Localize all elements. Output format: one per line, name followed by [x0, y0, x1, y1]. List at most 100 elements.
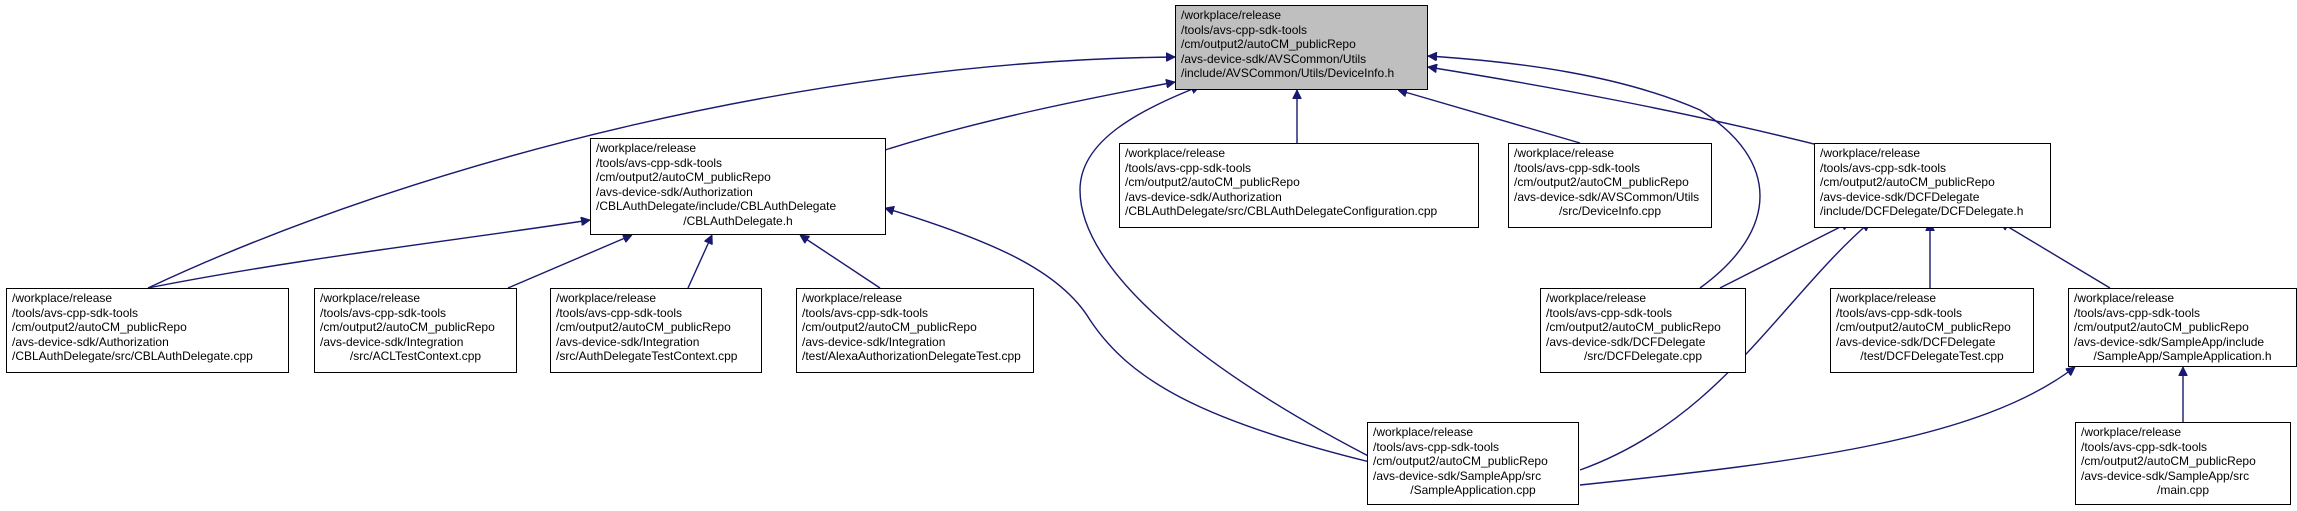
edge-cblauthdelegate-h-to-deviceinfo-h	[884, 82, 1175, 151]
node-line: /tools/avs-cpp-sdk-tools	[2081, 439, 2208, 454]
node-line: /tools/avs-cpp-sdk-tools	[1373, 439, 1500, 454]
node-line: /workplace/release	[2081, 425, 2182, 439]
node-line: /avs-device-sdk/DCFDelegate	[1546, 334, 1706, 349]
node-line: /tools/avs-cpp-sdk-tools	[12, 305, 139, 320]
node-line: /workplace/release	[1546, 291, 1647, 305]
node-cblauthdelegate-h[interactable]: /workplace/release /tools/avs-cpp-sdk-to…	[590, 138, 886, 235]
node-line: /tools/avs-cpp-sdk-tools	[1546, 305, 1673, 320]
node-line: /include/DCFDelegate/DCFDelegate.h	[1820, 204, 2024, 219]
node-line: /cm/output2/autoCM_publicRepo	[1181, 37, 1356, 52]
node-line: /cm/output2/autoCM_publicRepo	[2081, 454, 2256, 469]
node-line: /tools/avs-cpp-sdk-tools	[802, 305, 929, 320]
node-line: /avs-device-sdk/Authorization	[1125, 189, 1282, 204]
edge-dcfdelegate-cpp-to-deviceinfo-h	[1428, 56, 1761, 289]
node-line: /cm/output2/autoCM_publicRepo	[320, 320, 495, 335]
node-line: /workplace/release	[1514, 146, 1615, 160]
node-line: /cm/output2/autoCM_publicRepo	[1546, 320, 1721, 335]
node-line: /test/AlexaAuthorizationDelegateTest.cpp	[802, 349, 1021, 364]
node-line: /tools/avs-cpp-sdk-tools	[1514, 160, 1641, 175]
node-acltestcontext-cpp[interactable]: /workplace/release /tools/avs-cpp-sdk-to…	[314, 288, 517, 373]
node-line: /cm/output2/autoCM_publicRepo	[1514, 175, 1689, 190]
node-deviceinfo-cpp[interactable]: /workplace/release /tools/avs-cpp-sdk-to…	[1508, 143, 1712, 228]
node-line: /cm/output2/autoCM_publicRepo	[12, 320, 187, 335]
node-line: /workplace/release	[802, 291, 903, 305]
node-line: /workplace/release	[1820, 146, 1921, 160]
node-alexaauthtest-cpp[interactable]: /workplace/release /tools/avs-cpp-sdk-to…	[796, 288, 1034, 373]
node-line: /avs-device-sdk/SampleApp/include	[2074, 334, 2265, 349]
node-line: /cm/output2/autoCM_publicRepo	[2074, 320, 2249, 335]
node-line: /src/ACLTestContext.cpp	[349, 349, 482, 364]
node-deviceinfo-h[interactable]: /workplace/release /tools/avs-cpp-sdk-to…	[1175, 5, 1428, 90]
edge-dcfdelegate-h-to-deviceinfo-h	[1428, 67, 1831, 149]
node-line: /avs-device-sdk/Authorization	[12, 334, 169, 349]
node-line: /CBLAuthDelegate/src/CBLAuthDelegate.cpp	[12, 349, 253, 364]
node-line: /tools/avs-cpp-sdk-tools	[2074, 305, 2201, 320]
node-line: /src/DeviceInfo.cpp	[1558, 204, 1662, 219]
node-line: /workplace/release	[12, 291, 113, 305]
node-line: /workplace/release	[556, 291, 657, 305]
node-cblconfig-cpp[interactable]: /workplace/release /tools/avs-cpp-sdk-to…	[1119, 143, 1479, 228]
node-cblauthdelegate-cpp[interactable]: /workplace/release /tools/avs-cpp-sdk-to…	[6, 288, 289, 373]
node-line: /cm/output2/autoCM_publicRepo	[1373, 454, 1548, 469]
node-line: /avs-device-sdk/DCFDelegate	[1836, 334, 1996, 349]
node-line: /workplace/release	[596, 141, 697, 155]
edge-deviceinfo-cpp-to-deviceinfo-h	[1398, 90, 1581, 144]
node-dcfdelegate-h[interactable]: /workplace/release /tools/avs-cpp-sdk-to…	[1814, 143, 2051, 228]
node-sampleapplication-cpp[interactable]: /workplace/release /tools/avs-cpp-sdk-to…	[1367, 422, 1579, 505]
node-line: /tools/avs-cpp-sdk-tools	[556, 305, 683, 320]
node-line: /workplace/release	[2074, 291, 2175, 305]
node-line: /avs-device-sdk/SampleApp/src	[2081, 468, 2250, 483]
node-line: /tools/avs-cpp-sdk-tools	[1181, 22, 1308, 37]
node-line: /avs-device-sdk/Integration	[556, 334, 700, 349]
edge-acltestcontext-cpp-to-cblauthdelegate-h	[507, 235, 632, 289]
node-line: /cm/output2/autoCM_publicRepo	[1820, 175, 1995, 190]
node-line: /cm/output2/autoCM_publicRepo	[556, 320, 731, 335]
node-dcfdelegatetest-cpp[interactable]: /workplace/release /tools/avs-cpp-sdk-to…	[1830, 288, 2034, 373]
node-line: /workplace/release	[1181, 8, 1282, 22]
node-line: /avs-device-sdk/Authorization	[596, 184, 753, 199]
node-line: /avs-device-sdk/Integration	[802, 334, 946, 349]
node-line: /avs-device-sdk/AVSCommon/Utils	[1181, 51, 1367, 66]
node-line: /main.cpp	[2156, 483, 2210, 498]
node-line: /SampleApp/SampleApplication.h	[2093, 349, 2272, 364]
node-line: /tools/avs-cpp-sdk-tools	[1125, 160, 1252, 175]
edge-dcfdelegate-cpp-to-dcfdelegate-h	[1719, 221, 1850, 289]
node-authdelegatetestcontext-cpp[interactable]: /workplace/release /tools/avs-cpp-sdk-to…	[550, 288, 762, 373]
node-line: /workplace/release	[320, 291, 421, 305]
node-line: /CBLAuthDelegate/include/CBLAuthDelegate	[596, 199, 837, 214]
node-line: /cm/output2/autoCM_publicRepo	[1836, 320, 2011, 335]
node-line: /include/AVSCommon/Utils/DeviceInfo.h	[1181, 66, 1395, 81]
node-line: /src/AuthDelegateTestContext.cpp	[556, 349, 738, 364]
node-dcfdelegate-cpp[interactable]: /workplace/release /tools/avs-cpp-sdk-to…	[1540, 288, 1746, 373]
edge-cblauthdelegate-cpp-to-deviceinfo-h	[147, 57, 1175, 289]
node-line: /tools/avs-cpp-sdk-tools	[1836, 305, 1963, 320]
edge-sampleapplication-h-to-dcfdelegate-h	[2000, 221, 2111, 289]
edge-sampleapplication-cpp-to-deviceinfo-h	[1079, 86, 1381, 463]
node-line: /workplace/release	[1836, 291, 1937, 305]
node-sampleapplication-h[interactable]: /workplace/release /tools/avs-cpp-sdk-to…	[2068, 288, 2297, 367]
edge-alexaauthtest-cpp-to-cblauthdelegate-h	[800, 234, 881, 289]
node-line: /test/DCFDelegateTest.cpp	[1860, 349, 2004, 364]
node-line: /cm/output2/autoCM_publicRepo	[596, 170, 771, 185]
node-line: /tools/avs-cpp-sdk-tools	[596, 155, 723, 170]
node-line: /src/DCFDelegate.cpp	[1583, 349, 1703, 364]
node-line: /cm/output2/autoCM_publicRepo	[1125, 175, 1300, 190]
edge-sampleapplication-cpp-to-cblauthdelegate-h	[885, 208, 1371, 463]
edge-sampleapplication-cpp-to-sampleapplication-h	[1579, 367, 2075, 486]
node-line: /cm/output2/autoCM_publicRepo	[802, 320, 977, 335]
node-line: /CBLAuthDelegate/src/CBLAuthDelegateConf…	[1125, 204, 1438, 219]
node-line: /avs-device-sdk/DCFDelegate	[1820, 189, 1980, 204]
node-line: /tools/avs-cpp-sdk-tools	[320, 305, 447, 320]
node-line: /tools/avs-cpp-sdk-tools	[1820, 160, 1947, 175]
node-main-cpp[interactable]: /workplace/release /tools/avs-cpp-sdk-to…	[2075, 422, 2291, 505]
node-line: /avs-device-sdk/Integration	[320, 334, 464, 349]
node-line: /workplace/release	[1373, 425, 1474, 439]
node-line: /workplace/release	[1125, 146, 1226, 160]
node-line: /avs-device-sdk/AVSCommon/Utils	[1514, 189, 1700, 204]
node-line: /avs-device-sdk/SampleApp/src	[1373, 468, 1542, 483]
edge-authdelegatetestcontext-cpp-to-cblauthdelegate-h	[687, 235, 712, 289]
node-line: /CBLAuthDelegate.h	[683, 213, 793, 228]
node-line: /SampleApplication.cpp	[1410, 483, 1536, 498]
edge-cblauthdelegate-cpp-to-cblauthdelegate-h	[147, 220, 590, 289]
